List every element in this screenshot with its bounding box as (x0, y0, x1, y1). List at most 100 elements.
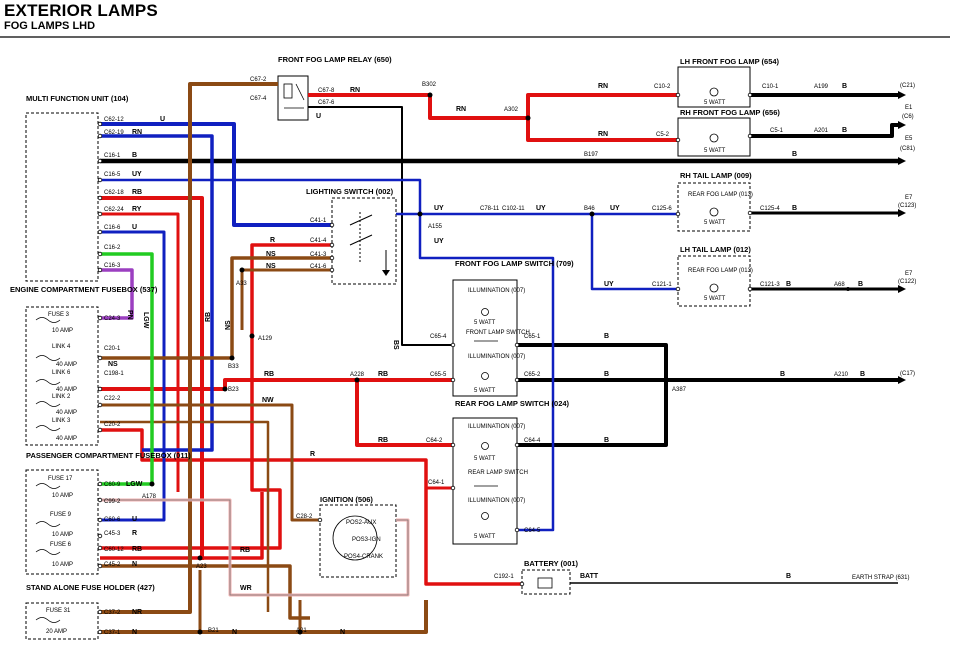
fuse17-label: FUSE 17 (48, 476, 73, 482)
page-title: EXTERIOR LAMPS (4, 1, 158, 20)
splice-a129: A129 (258, 336, 273, 342)
splice-a199: A199 (814, 84, 829, 90)
code-b-lh: B (842, 83, 847, 90)
fuse3-amp: 10 AMP (52, 328, 73, 334)
wire-b-c65-1 (517, 343, 668, 447)
earth-c21: (C21) (900, 83, 915, 89)
splice-b21: B21 (208, 628, 219, 634)
code-batt: BATT (580, 573, 599, 580)
wire-rn-rh-fog (526, 118, 678, 142)
code-uy-a155: UY (434, 238, 444, 245)
conn-c121-3: C121-3 (760, 282, 780, 288)
splice-b302: B302 (422, 82, 437, 88)
wire-rb-switch-feed (100, 243, 332, 550)
junction-a199 (828, 93, 832, 97)
pin-c62-12 (97, 121, 103, 127)
code-bs-v: BS (392, 340, 399, 350)
ign-pos3: POS3-IGN (352, 537, 381, 543)
wire-n-c37-1 (100, 600, 428, 634)
conn-c102-11: C102-11 (502, 206, 525, 212)
wire-nw-c22-2 (100, 403, 320, 522)
code-u-2: U (132, 224, 137, 231)
ignition-box (319, 504, 397, 578)
rh-front-fog-label: RH FRONT FOG LAMP (656) (680, 108, 780, 117)
pin-c65-4 (450, 342, 456, 348)
wire-bs-relay (308, 106, 453, 346)
link2-icon (35, 401, 61, 407)
pin-c64-5 (514, 527, 520, 533)
code-ry-1: RY (132, 206, 142, 213)
ls-ground-arrow (382, 270, 390, 276)
link4-label: LINK 4 (52, 344, 71, 350)
conn-c125-6: C125-6 (652, 206, 672, 212)
wire-uy-c121-1 (590, 214, 678, 291)
link4-amp: 40 AMP (56, 362, 77, 368)
conn-c45-2: C45-2 (104, 562, 121, 568)
conn-c24-3: C24-3 (104, 316, 121, 322)
junction-a228 (354, 377, 360, 383)
conn-c65-4: C65-4 (430, 334, 447, 340)
passenger-fusebox-label: PASSENGER COMPARTMENT FUSEBOX (011) (26, 451, 191, 460)
pin-c62-24 (97, 211, 103, 217)
junction-a201 (828, 134, 832, 138)
conn-c10-1: C10-1 (762, 84, 779, 90)
link4-icon (35, 355, 61, 361)
junction-b33 (229, 355, 235, 361)
link6-icon (35, 379, 61, 385)
pin-c60-12 (97, 545, 103, 551)
ffs-illum-bulb-icon-1 (481, 308, 489, 316)
rfs-watt-2: 5 WATT (474, 534, 496, 540)
fuse31-label: FUSE 31 (46, 608, 71, 614)
engine-fusebox-box (25, 306, 99, 446)
wire-lgw (100, 252, 154, 486)
lh-tail-watt: 5 WATT (704, 296, 726, 302)
wire-u-c62-12 (100, 122, 332, 227)
conn-c67-2: C67-2 (250, 77, 267, 83)
wire-uy-c16-5 (100, 178, 555, 532)
pin-c62-19 (97, 133, 103, 139)
ffs-illum-bulb-icon-2 (481, 372, 489, 380)
relay-box (277, 75, 309, 121)
conn-c60-9: C60-9 (104, 482, 121, 488)
junction-b23 (222, 386, 228, 392)
code-rb-ign: RB (240, 547, 250, 554)
ffs-watt-1: 5 WATT (474, 320, 496, 326)
rfs-illum-2: ILLUMINATION (007) (468, 498, 525, 504)
fuse31-icon (35, 617, 61, 623)
earth-arrow-c17 (898, 376, 906, 384)
conn-c121-1: C121-1 (652, 282, 672, 288)
conn-c125-4: C125-4 (760, 206, 780, 212)
conn-c64-5: C64-5 (524, 528, 541, 534)
code-rn-1: RN (132, 129, 142, 136)
rh-tail-watt: 5 WATT (704, 220, 726, 226)
junction-a210 (846, 378, 850, 382)
link2-amp: 40 AMP (56, 410, 77, 416)
code-b-c125: B (792, 205, 797, 212)
rh-front-fog-bulb-icon (709, 133, 719, 143)
ffs-illum-2: ILLUMINATION (007) (468, 354, 525, 360)
earth-arrow-c21 (898, 91, 906, 99)
pin-c41-6 (329, 267, 335, 273)
fuse9-label: FUSE 9 (50, 512, 72, 518)
conn-c5-1: C5-1 (770, 128, 784, 134)
battery-cell-icon (537, 577, 553, 589)
code-nw: NW (262, 397, 274, 404)
fuse6-icon (35, 549, 61, 555)
code-b-1: B (132, 152, 137, 159)
splice-a68: A68 (834, 282, 845, 288)
code-b-a210b: B (860, 371, 865, 378)
code-b-a210: B (780, 371, 785, 378)
pin-c125-6 (675, 211, 681, 217)
rh-tail-inner: REAR FOG LAMP (013) (688, 192, 753, 198)
code-b-batt: B (786, 573, 791, 580)
code-r-c20: R (310, 451, 315, 458)
pin-c45-2 (97, 563, 103, 569)
pin-c16-3 (97, 267, 103, 273)
wire-rb-a228 (355, 380, 453, 447)
conn-c198-1: C198-1 (104, 371, 124, 377)
junction-a387 (663, 377, 669, 383)
junction-b302 (427, 92, 433, 98)
mfu-label-1: MULTI FUNCTION UNIT (104) (26, 94, 129, 103)
relay-contact (295, 83, 305, 101)
earth-c81: (C81) (900, 146, 915, 152)
